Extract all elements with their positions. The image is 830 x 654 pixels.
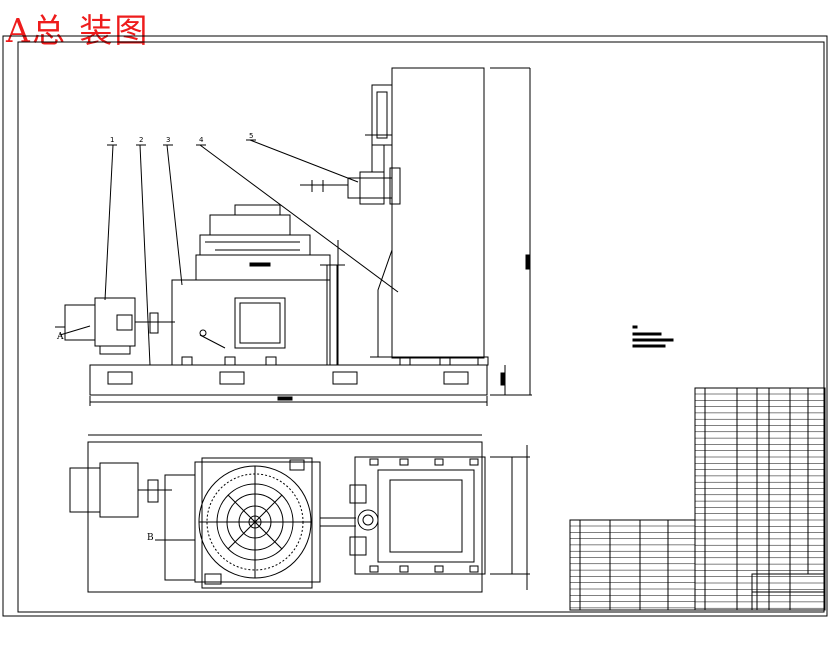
balloon-3: 3: [166, 136, 170, 144]
plan-view: [69, 434, 530, 593]
title-block-table: [569, 519, 826, 611]
section-mark-b: B: [147, 533, 154, 543]
front-view: [55, 67, 532, 406]
parts-list-table: [694, 387, 826, 611]
technical-notes: [632, 325, 674, 348]
section-mark-a: A: [56, 332, 64, 342]
balloon-4: 4: [199, 136, 204, 144]
outer-border: [2, 35, 828, 617]
balloon-2: 2: [139, 136, 143, 144]
balloon-5: 5: [249, 132, 253, 140]
inner-border: [17, 41, 825, 613]
balloon-1: 1: [110, 136, 114, 144]
